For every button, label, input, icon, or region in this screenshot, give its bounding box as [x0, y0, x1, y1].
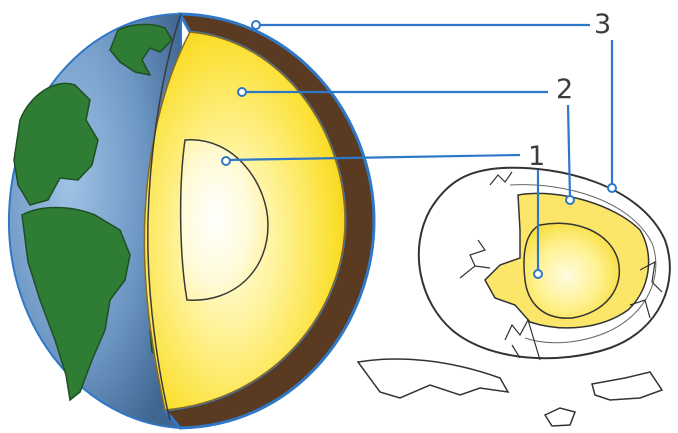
shell-fragment-small	[545, 408, 575, 426]
shell-fragment-right	[592, 372, 662, 400]
dot-crust-egg	[608, 184, 616, 192]
label-crust-number: 3	[594, 9, 611, 40]
dot-mantle-egg	[566, 196, 574, 204]
dot-mantle-earth	[238, 88, 246, 96]
shell-fragment-large	[358, 359, 508, 398]
earth-cut-face	[144, 14, 374, 428]
egg-cross-section	[358, 168, 670, 426]
earth-cross-section	[9, 14, 374, 428]
label-mantle-number: 2	[556, 74, 573, 105]
dot-crust-earth	[252, 21, 260, 29]
label-core-number: 1	[528, 141, 545, 172]
dot-core-egg	[534, 270, 542, 278]
dot-core-earth	[222, 157, 230, 165]
